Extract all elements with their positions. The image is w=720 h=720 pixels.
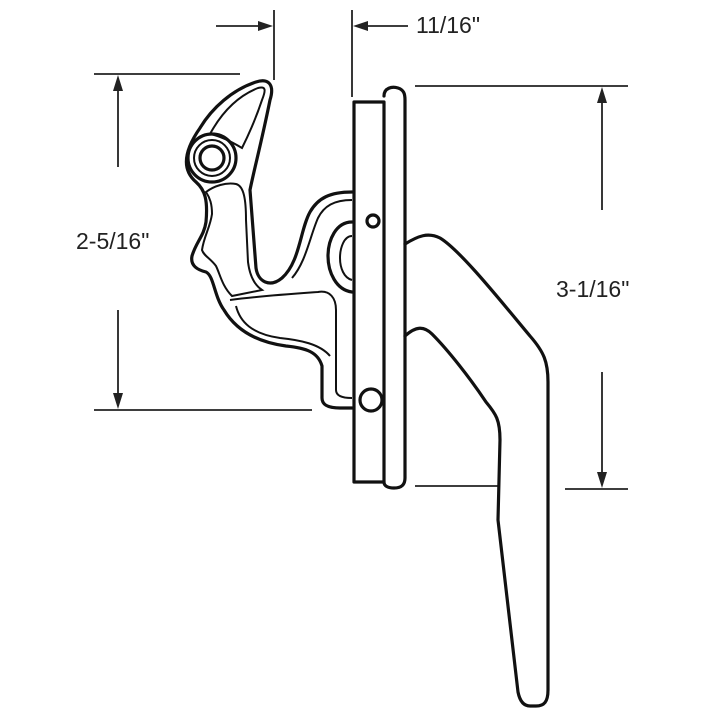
handle-lever: [403, 233, 550, 708]
base-plate: [352, 85, 407, 490]
depth-dimension-label: 11/16": [416, 12, 481, 38]
arrow-left-icon: [353, 21, 368, 31]
base-height-dimension-label: 3-1/16": [556, 276, 630, 302]
depth-dimension: [216, 10, 408, 97]
latch-height-dimension-label: 2-5/16": [76, 228, 150, 254]
arrow-down-icon: [113, 393, 123, 409]
base-height-dimension: [415, 85, 628, 490]
arrow-up-icon: [597, 87, 607, 103]
latch-height-dimension: [94, 73, 312, 411]
arrow-right-icon: [258, 21, 273, 31]
latch-hook: [184, 79, 354, 410]
screw-hole-icon: [365, 213, 381, 229]
arrow-up-icon: [113, 75, 123, 91]
rivet-icon: [358, 387, 384, 413]
arrow-down-icon: [597, 472, 607, 488]
